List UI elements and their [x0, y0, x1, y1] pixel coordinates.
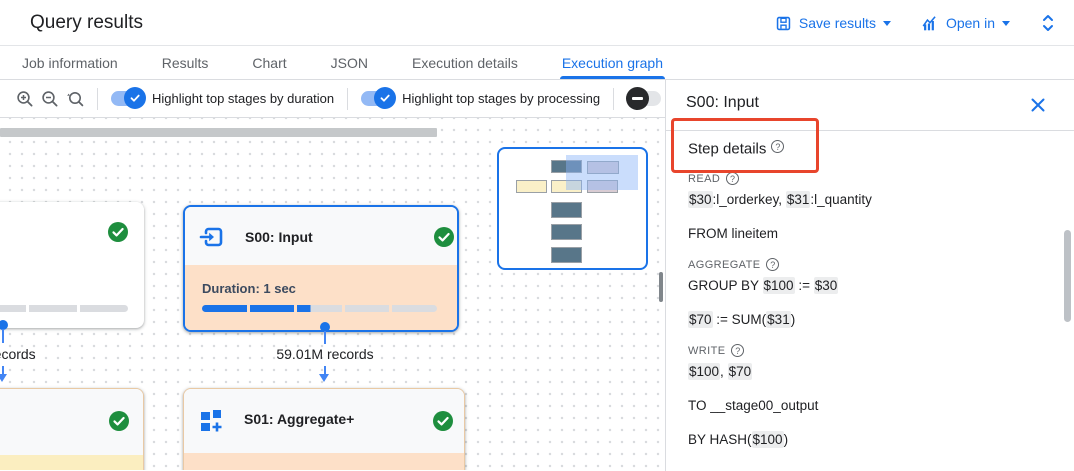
- stage-duration-label: Duration: 3 sec: [201, 468, 295, 470]
- graph-toolbar: Highlight top stages by duration Highlig…: [0, 80, 665, 118]
- help-icon[interactable]: ?: [726, 172, 740, 185]
- dropdown-caret-icon: [882, 20, 891, 26]
- minimap-node-rect: [551, 180, 582, 193]
- zoom-reset-button[interactable]: [63, 85, 88, 113]
- success-check-icon: [433, 226, 455, 248]
- check-icon: [124, 87, 147, 109]
- zoom-out-button[interactable]: [37, 85, 62, 113]
- toolbar-divider: [347, 87, 349, 110]
- stage-node-partial[interactable]: [0, 202, 144, 328]
- help-icon[interactable]: ?: [766, 258, 780, 271]
- edge-arrowhead-icon: [0, 374, 7, 382]
- edge-arrowhead-icon: [319, 374, 329, 382]
- step-detail-line: $30:l_orderkey, $31:l_quantity: [688, 191, 872, 208]
- stage-node-s00[interactable]: S00: Input Duration: 1 sec: [183, 205, 459, 332]
- panel-header: S00: Input: [666, 80, 1074, 131]
- step-detail-line: FROM lineitem: [688, 226, 779, 241]
- close-panel-button[interactable]: [1028, 96, 1048, 116]
- minimap-node-rect: [587, 180, 618, 193]
- minimap-node-rect: [587, 161, 619, 174]
- toggle-switch[interactable]: [361, 87, 397, 109]
- stage-details-panel: S00: Input Step details? READ? $30:l_orde…: [666, 80, 1074, 471]
- page-title: Query results: [30, 11, 143, 33]
- graph-minimap[interactable]: [497, 147, 648, 270]
- minus-icon: [625, 87, 649, 110]
- stage-node-title: S00: Input: [245, 229, 313, 245]
- tab-execution-details[interactable]: Execution details: [410, 46, 520, 79]
- highlight-duration-toggle[interactable]: Highlight top stages by duration: [111, 87, 334, 109]
- toolbar-divider: [613, 87, 614, 110]
- unfold-icon: [1040, 14, 1056, 32]
- results-tabbar: Job information Results Chart JSON Execu…: [0, 46, 1074, 80]
- stage-progress-bar: [202, 305, 437, 312]
- step-detail-line: $70 := SUM($31): [688, 311, 796, 328]
- tab-results[interactable]: Results: [160, 46, 211, 79]
- execution-graph-section: Highlight top stages by duration Highlig…: [0, 80, 666, 471]
- step-detail-line: TO __stage00_output: [688, 398, 819, 413]
- minimap-node-rect: [551, 160, 582, 173]
- indeterminate-toggle[interactable]: [625, 87, 661, 110]
- tab-json[interactable]: JSON: [329, 46, 370, 79]
- zoom-in-button[interactable]: [12, 85, 37, 113]
- open-in-button[interactable]: Open in: [921, 15, 1010, 32]
- toolbar-divider: [97, 87, 99, 110]
- toggle-switch[interactable]: [111, 87, 147, 109]
- edge-line: [324, 366, 326, 374]
- edge-line: [2, 329, 4, 343]
- minimap-node-rect: [516, 180, 547, 193]
- step-detail-line: $100, $70: [688, 363, 753, 380]
- step-details-heading: Step details?: [688, 140, 785, 158]
- dropdown-caret-icon: [1002, 20, 1010, 26]
- stage-node-s01[interactable]: S01: Aggregate+ Duration: 3 sec: [183, 388, 465, 470]
- input-icon: [197, 223, 225, 251]
- success-check-icon: [108, 410, 130, 432]
- save-results-button[interactable]: Save results: [775, 15, 891, 32]
- step-section-label: READ?: [688, 172, 1038, 185]
- step-section-label: WRITE?: [688, 344, 1038, 357]
- step-detail-line: BY HASH($100): [688, 431, 789, 448]
- help-icon[interactable]: ?: [771, 140, 785, 153]
- edge-connector-dot: [0, 320, 8, 330]
- edge-connector-dot: [320, 322, 330, 332]
- chart-icon: [921, 15, 939, 32]
- horizontal-scrollbar-thumb[interactable]: [0, 128, 437, 137]
- tab-execution-graph[interactable]: Execution graph: [559, 46, 666, 79]
- collapse-expand-button[interactable]: [1040, 14, 1056, 32]
- edge-records-label: records: [0, 346, 36, 362]
- save-icon: [775, 15, 792, 32]
- success-check-icon: [107, 221, 129, 243]
- tab-job-information[interactable]: Job information: [20, 46, 120, 79]
- edge-records-label: 59.01M records: [276, 346, 374, 362]
- stage-progress-bar: [0, 305, 128, 312]
- header: Query results Save results Open in: [0, 0, 1074, 46]
- success-check-icon: [432, 410, 454, 432]
- check-icon: [374, 87, 397, 109]
- minimap-nodes: [499, 149, 646, 268]
- panel-title: S00: Input: [686, 94, 759, 111]
- vertical-scrollbar-thumb[interactable]: [659, 272, 663, 302]
- minimap-viewport[interactable]: [566, 155, 638, 190]
- execution-graph-canvas[interactable]: S00: Input Duration: 1 sec 59.01M record…: [0, 118, 665, 470]
- step-detail-line: GROUP BY $100 := $30: [688, 277, 839, 294]
- step-section-label: AGGREGATE?: [688, 258, 1038, 271]
- tab-chart[interactable]: Chart: [250, 46, 288, 79]
- header-actions: Save results Open in: [775, 0, 1056, 46]
- minimap-node-rect: [551, 247, 582, 263]
- minimap-node-rect: [551, 202, 582, 218]
- aggregate-icon: [198, 407, 226, 435]
- minimap-node-rect: [551, 224, 582, 240]
- help-icon[interactable]: ?: [731, 344, 745, 357]
- stage-node-partial[interactable]: [0, 388, 144, 470]
- edge-line: [324, 331, 326, 344]
- toggle-switch[interactable]: [625, 87, 661, 110]
- panel-scrollbar-thumb[interactable]: [1064, 230, 1071, 322]
- stage-duration-label: Duration: 1 sec: [202, 281, 296, 296]
- edge-line: [2, 366, 4, 374]
- stage-node-title: S01: Aggregate+: [244, 411, 355, 427]
- highlight-processing-toggle[interactable]: Highlight top stages by processing: [361, 87, 600, 109]
